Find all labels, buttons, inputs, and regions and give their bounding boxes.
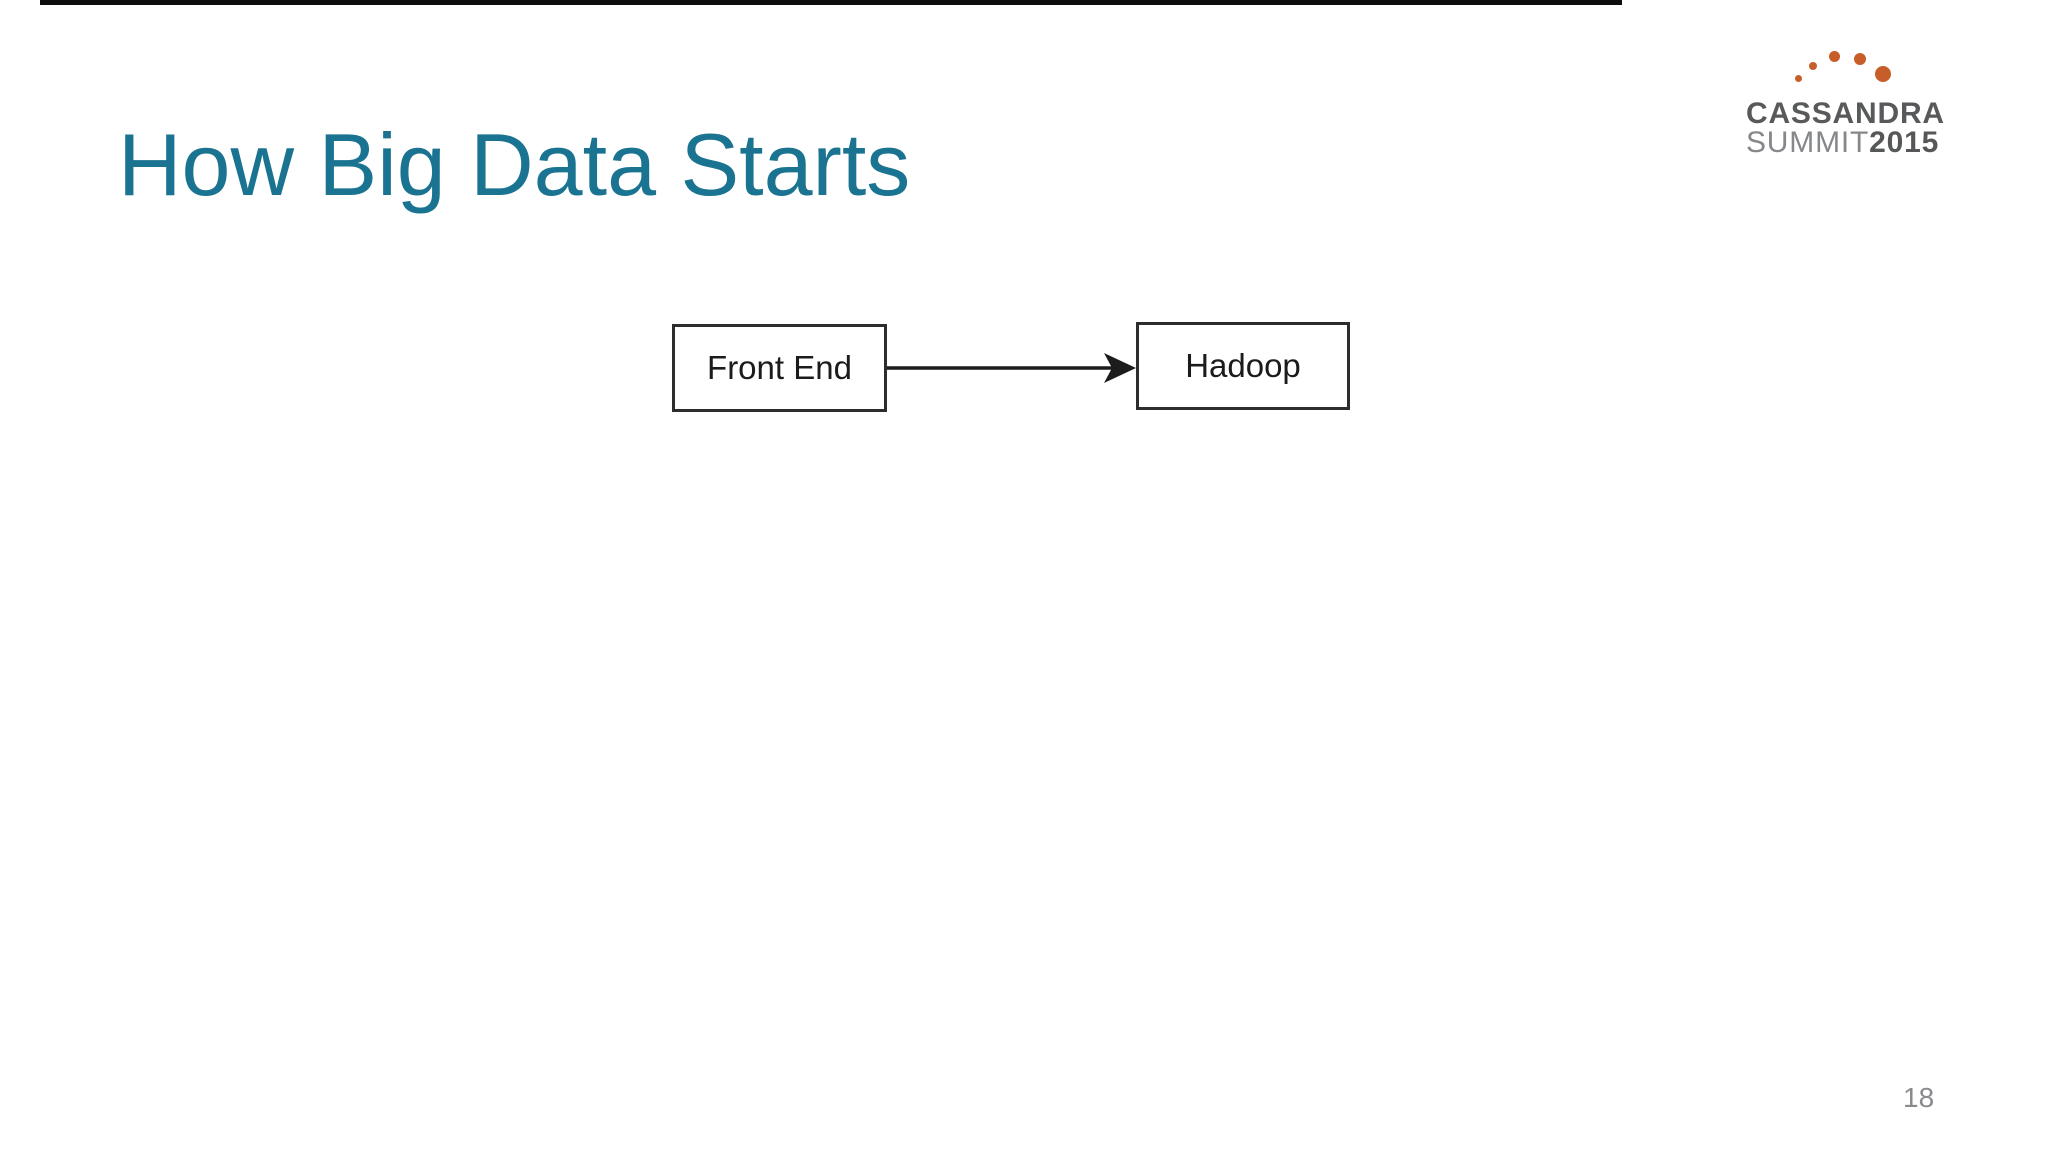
page-number: 18 [1903, 1082, 1935, 1113]
logo-dot-icon [1854, 53, 1866, 65]
page-title: How Big Data Starts [118, 114, 911, 214]
cassandra-summit-logo: CASSANDRA SUMMIT2015 [1740, 40, 1980, 160]
diagram-node-hadoop: Hadoop [1136, 322, 1350, 410]
top-edge-artifact-bar [40, 0, 1622, 5]
logo-text-summit-year: SUMMIT2015 [1746, 126, 1939, 160]
logo-dot-icon [1875, 66, 1891, 82]
diagram-node-front-end: Front End [672, 324, 887, 412]
diagram-node-label: Hadoop [1185, 347, 1301, 384]
logo-dot-icon [1809, 62, 1817, 70]
logo-text-year: 2015 [1869, 126, 1940, 159]
logo-dot-icon [1795, 75, 1802, 82]
logo-text-cassandra: CASSANDRA [1746, 97, 1945, 130]
logo-dot-icon [1829, 51, 1840, 62]
diagram-node-label: Front End [707, 349, 852, 386]
logo-text-summit: SUMMIT [1746, 126, 1870, 159]
arrowhead-icon [1104, 353, 1136, 383]
arrow-front-end-to-hadoop [887, 353, 1136, 383]
